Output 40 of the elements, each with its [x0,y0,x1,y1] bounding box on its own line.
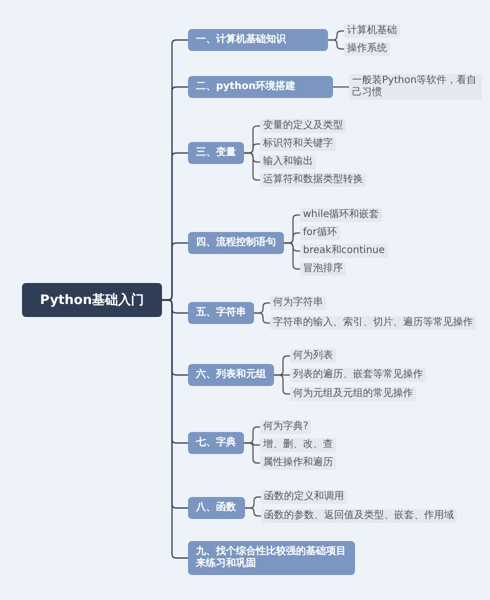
topic-box: 八、函数 [188,497,245,519]
topic-box: 六、列表和元组 [188,364,274,386]
subtopic-label: 增、删、改、查 [260,438,336,452]
subtopic-label: 函数的定义和调用 [261,490,347,504]
topic-box: 二、python环境搭建 [188,76,333,98]
connector-line [328,39,344,50]
subtopic-label: 何为列表 [290,349,336,363]
subtopic-label: 变量的定义及类型 [260,119,346,133]
subtopic-label: 计算机基础 [344,24,400,38]
connector-line [244,442,260,464]
topic-box: 一、计算机基础知识 [188,29,328,51]
connector-line [244,152,260,181]
subtopic-label: 冒泡排序 [300,262,346,276]
topic-box: 三、变量 [188,142,244,164]
topic-box: 七、字典 [188,432,244,454]
subtopic-label: 输入和输出 [260,155,316,169]
subtopic-label: 何为元组及元组的常见操作 [290,387,416,401]
connector-line [254,312,270,324]
subtopic-label: 何为字符串 [270,296,326,310]
subtopic-label: 属性操作和遍历 [260,456,336,470]
connector-line [274,374,290,395]
subtopic-label: 列表的遍历、嵌套等常见操作 [290,368,426,382]
topic-box: 九、找个综合性比较强的基础项目来练习和巩固 [188,541,355,575]
subtopic-label: 操作系统 [344,42,390,56]
subtopic-label: for循环 [300,226,340,240]
connector-line [245,507,261,517]
topic-box: 四、流程控制语句 [188,232,284,254]
connector-line [162,299,188,559]
subtopic-label: 何为字典? [260,420,312,434]
subtopic-label: 字符串的输入、索引、切片、遍历等常见操作 [270,316,476,330]
subtopic-label: 函数的参数、返回值及类型、嵌套、作用域 [261,509,457,523]
subtopic-label: while循环和嵌套 [300,208,382,222]
topic-box: 五、字符串 [188,302,254,324]
connector-line [284,242,300,270]
root-topic-box: Python基础入门 [22,283,162,317]
connector-line [333,86,349,88]
subtopic-label: 运算符和数据类型转换 [260,173,366,187]
subtopic-label: break和continue [300,244,388,258]
subtopic-label: 标识符和关键字 [260,137,336,151]
subtopic-label: 一般装Python等软件，看自己习惯 [349,74,482,100]
